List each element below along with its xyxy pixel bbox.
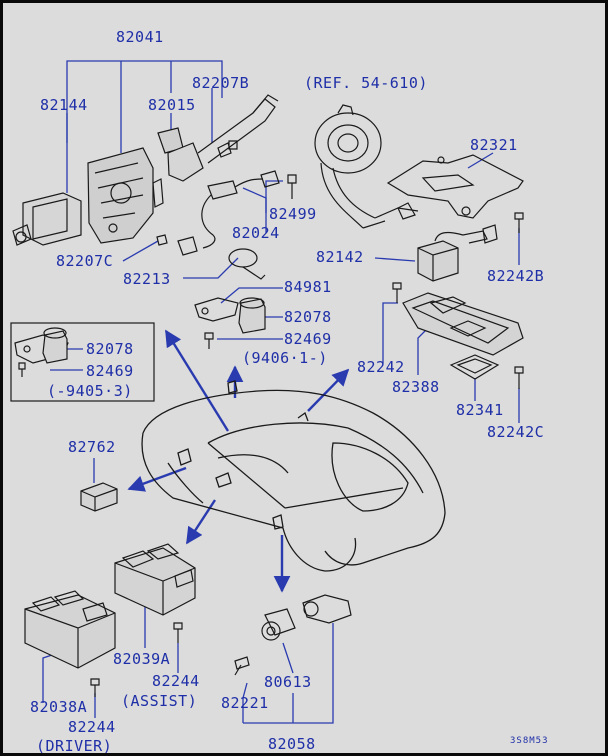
inset-box-9405: [10, 322, 155, 402]
label-82341: 82341: [456, 401, 504, 419]
label-82244-driver: 82244: [68, 718, 116, 736]
bracket-82321-drawing: [386, 154, 524, 219]
harness-82024-drawing: [177, 170, 280, 256]
cable-tie-drawing: [228, 248, 266, 280]
part-drawings: [10, 94, 524, 697]
diagram-code: 3S8M53: [510, 736, 549, 746]
label-82041: 82041: [116, 28, 164, 46]
leader-lines: [42, 60, 520, 724]
diagram-artwork: [10, 60, 524, 724]
label-82321: 82321: [470, 136, 518, 154]
screw-82242C-drawing: [514, 366, 524, 389]
switch-82078-top-drawing: [194, 297, 266, 349]
screw-82242-drawing: [392, 282, 402, 303]
label-ref-54-610: (REF. 54-610): [304, 74, 428, 92]
label-82221: 82221: [221, 694, 269, 712]
label-82244-assist: 82244: [152, 672, 200, 690]
label-assist: (ASSIST): [121, 692, 198, 710]
label-82144: 82144: [40, 96, 88, 114]
label-82142: 82142: [316, 248, 364, 266]
room-lamp-82388-drawing: [402, 292, 524, 356]
door-switch-drawing: [234, 594, 352, 676]
label-82207B: 82207B: [192, 74, 250, 92]
label-82039A: 82039A: [113, 650, 171, 668]
label-82058: 82058: [268, 735, 316, 753]
label-82469-box: 82469: [86, 362, 134, 380]
label-driver: (DRIVER): [36, 737, 113, 755]
switch-82762-drawing: [80, 482, 118, 512]
label-82469-top: 82469: [284, 330, 332, 348]
window-switch-driver-drawing: [24, 590, 116, 697]
label-82038A: 82038A: [30, 698, 88, 716]
window-switch-assist-drawing: [114, 543, 196, 643]
label-82015: 82015: [148, 96, 196, 114]
label-82078-box: 82078: [86, 340, 134, 358]
clock-spring-drawing: [314, 104, 419, 229]
label-82078-top: 82078: [284, 308, 332, 326]
lens-82341-drawing: [449, 354, 500, 380]
label-82242C: 82242C: [487, 423, 545, 441]
label-82499: 82499: [269, 205, 317, 223]
screws-drawing: [156, 140, 297, 246]
label-82207C: 82207C: [56, 252, 114, 270]
label-9406-note: (9406·1-): [242, 349, 328, 367]
label-82024: 82024: [232, 224, 280, 242]
switch-82078-box-drawing: [14, 327, 69, 377]
relay-82142-drawing: [417, 224, 498, 282]
screw-82242B-drawing: [514, 212, 524, 233]
combination-switch-drawing: [12, 147, 164, 246]
label-82213: 82213: [123, 270, 171, 288]
label-82242B: 82242B: [487, 267, 545, 285]
car-outline-drawing: [141, 380, 446, 572]
label-9405-note: (-9405·3): [47, 382, 133, 400]
label-84981: 84981: [284, 278, 332, 296]
turn-signal-switch-drawing: [157, 94, 279, 182]
label-80613: 80613: [264, 673, 312, 691]
label-82242: 82242: [357, 358, 405, 376]
label-82388: 82388: [392, 378, 440, 396]
label-82762: 82762: [68, 438, 116, 456]
